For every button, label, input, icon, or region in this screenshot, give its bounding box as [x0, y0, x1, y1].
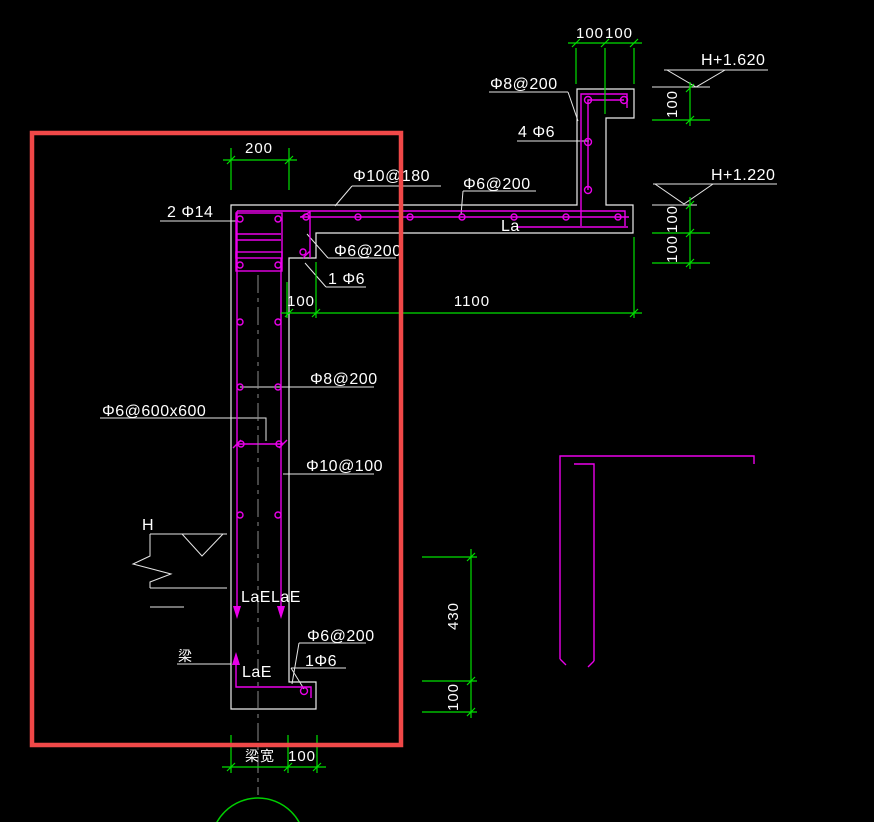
level-symbol-upper	[664, 69, 768, 88]
dim-beam-100: 100	[288, 748, 316, 765]
dim-wall-width: 200	[245, 140, 273, 157]
level-upper-text: H+1.620	[701, 52, 765, 69]
dim-beam-width-text: 梁宽	[245, 748, 275, 764]
dim-right-100-a: 100	[664, 205, 681, 233]
annotations: 100 100 H+1.620 Φ8@200 4 Φ6 100 H+1.220 …	[102, 25, 775, 765]
foot-bar-label: 1Φ6	[305, 653, 337, 670]
dim-haunch: 100	[287, 293, 315, 310]
level-symbol-h-break	[131, 533, 227, 608]
wall-horizontal-bars-label: Φ8@200	[310, 371, 378, 388]
upstand-horizontal-bars-label: 4 Φ6	[518, 124, 555, 141]
slab-distribution-bars-label: Φ6@200	[463, 176, 531, 193]
dim-slab-span: 1100	[454, 293, 490, 310]
leader-lines	[100, 91, 589, 690]
dim-100-top-b: 100	[605, 25, 633, 42]
dimension-lines	[222, 38, 710, 773]
dim-right-100-b: 100	[664, 235, 681, 263]
level-symbol-lower	[653, 183, 777, 205]
junction-ties-label: Φ6@200	[334, 243, 402, 260]
dim-430: 430	[445, 602, 462, 630]
selection-rectangle[interactable]	[29, 130, 404, 748]
corner-bars-label: 2 Φ14	[167, 204, 213, 221]
level-lower-text: H+1.220	[711, 167, 775, 184]
wall-vertical-bars-label: Φ10@100	[306, 458, 383, 475]
lap-lae-text: LaE	[242, 664, 272, 681]
dim-100-top-a: 100	[576, 25, 604, 42]
junction-bar-label: 1 Φ6	[328, 271, 365, 288]
slab-top-bars-label: Φ10@180	[353, 168, 430, 185]
level-h-text: H	[142, 517, 154, 534]
foot-ties-label: Φ6@200	[307, 628, 375, 645]
dim-upstand-height: 100	[664, 90, 681, 118]
lap-laelae-text: LaELaE	[241, 589, 301, 606]
axis-bubble	[216, 797, 300, 822]
lap-la-text: La	[501, 218, 520, 235]
upstand-vertical-bars-label: Φ8@200	[490, 76, 558, 93]
dim-foot-100: 100	[445, 683, 462, 711]
wall-ties-label: Φ6@600x600	[102, 403, 206, 420]
beam-note-text: 梁	[178, 648, 193, 664]
rebar-lines	[232, 93, 755, 698]
